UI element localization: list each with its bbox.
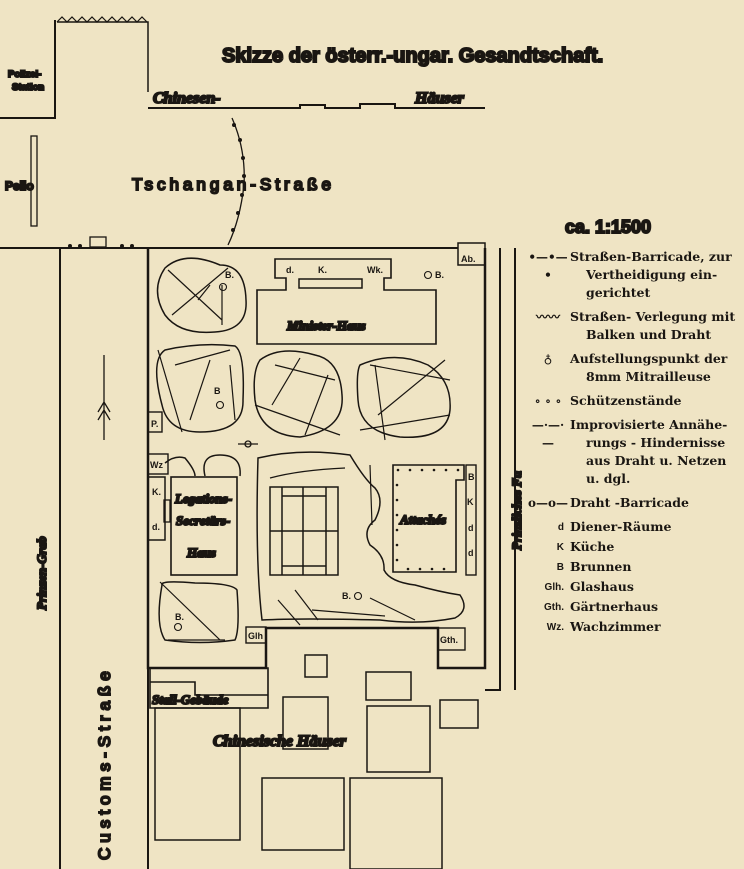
scale-label: ca. 1:1500 xyxy=(565,217,651,237)
prinzliches-label: Prinzliches Fu xyxy=(509,471,524,550)
svg-text:Wz: Wz xyxy=(150,460,163,470)
haeuser-label: Häuser xyxy=(414,90,465,107)
minister-haus-label: Minister-Haus xyxy=(286,318,366,333)
svg-text:B: B xyxy=(214,386,221,396)
map-legend: •—•—• Straßen-Barricade, zur Vertheidigu… xyxy=(506,248,742,638)
prinzen-grab-label: Prinzen-Grab xyxy=(34,536,49,610)
legend-item-street-blockade: 〰〰 Straßen- Verlegung mit Balken und Dra… xyxy=(506,308,742,344)
abbr-wz: Wz.Wachzimmer xyxy=(546,619,661,634)
svg-text:K: K xyxy=(467,497,474,507)
legend-item-street-barricade: •—•—• Straßen-Barricade, zur Vertheidigu… xyxy=(528,249,732,300)
barricade-dots xyxy=(68,123,246,248)
street-barricade-line xyxy=(227,117,245,246)
street-blockade-zigzag xyxy=(56,16,148,23)
peilo-label: Peilo xyxy=(5,179,34,193)
tennis-court xyxy=(269,486,339,576)
obstacle-icon: —·—·— xyxy=(531,418,565,450)
svg-text:d: d xyxy=(468,523,474,533)
police-label-2: Station xyxy=(12,82,44,93)
p-box xyxy=(147,411,163,433)
machine-gun-icon: ♁ xyxy=(543,352,553,366)
svg-text:d.: d. xyxy=(152,522,160,532)
gardens xyxy=(156,257,465,644)
svg-text:Gth.: Gth. xyxy=(440,635,458,645)
tschangan-street-label: Tschangan-Straße xyxy=(132,175,335,194)
street-barricade-icon: •—•—• xyxy=(528,250,568,282)
svg-text:B.: B. xyxy=(175,612,184,622)
glh-box xyxy=(245,626,267,644)
svg-text:d: d xyxy=(468,548,474,558)
legations-label-1: Legations- xyxy=(174,491,232,506)
chinesische-haeuser-label: Chinesische Häuser xyxy=(213,733,347,750)
prinzliches-boundary xyxy=(485,248,516,691)
svg-text:B.: B. xyxy=(225,270,234,280)
svg-text:Ab.: Ab. xyxy=(461,254,476,264)
wz-box xyxy=(147,453,169,475)
svg-text:K.: K. xyxy=(152,487,161,497)
svg-text:Wk.: Wk. xyxy=(367,265,383,275)
legations-haus xyxy=(170,476,238,576)
map-title: Skizze der österr.-ungar. Gesandtschaft. xyxy=(222,45,603,67)
attaches-house xyxy=(392,464,465,573)
customs-street-label: Customs-Straße xyxy=(95,666,114,860)
legend-item-wire-barricade: o—o— Draht -Barricade xyxy=(528,495,689,510)
rifle-pit-icon: ∘ ∘ ∘ xyxy=(534,394,562,408)
compound-wall xyxy=(146,248,487,670)
attaches-label: Attachés xyxy=(399,512,446,527)
chinese-houses-blocks xyxy=(154,654,479,869)
stall-gebaeude xyxy=(149,667,269,709)
well-icons xyxy=(173,270,433,632)
abbr-glh: Glh.Glashaus xyxy=(544,579,634,594)
police-station-outline xyxy=(0,20,56,119)
svg-text:B.: B. xyxy=(342,591,351,601)
peilo-marker xyxy=(30,135,38,227)
svg-text:K.: K. xyxy=(318,265,327,275)
chinese-houses-boundary xyxy=(148,103,485,109)
minister-haus xyxy=(256,258,437,345)
chinesen-label: Chinesen- xyxy=(153,90,221,107)
north-arrow-icon xyxy=(97,355,111,440)
svg-text:d.: d. xyxy=(286,265,294,275)
legend-item-obstacles: —·—·— Improvisierte Annähe- rungs - Hind… xyxy=(506,416,742,488)
svg-text:Glh: Glh xyxy=(248,631,263,641)
svg-text:P.: P. xyxy=(151,419,158,429)
street-blockade-icon: 〰〰 xyxy=(535,310,560,324)
gate-barricade xyxy=(89,236,107,248)
legations-label-2: Secretärs- xyxy=(176,513,230,528)
police-label-1: Polizei- xyxy=(8,69,41,80)
gth-box xyxy=(437,627,466,651)
ab-box xyxy=(457,242,486,266)
legend-item-machine-gun: ♁ Aufstellungspunkt der 8mm Mitrailleuse xyxy=(506,350,742,386)
svg-text:B: B xyxy=(468,472,475,482)
stall-label: Stall-Gebäude xyxy=(152,692,229,707)
abbr-gth: Gth.Gärtnerhaus xyxy=(544,599,659,614)
small-labels: d. K. Wk. B. B. Ab. P. Wz K. d. B B K d … xyxy=(150,254,476,645)
svg-text:B.: B. xyxy=(435,270,444,280)
legations-label-3: Haus xyxy=(186,545,216,560)
legend-item-rifle-pits: ∘ ∘ ∘ Schützenstände xyxy=(506,392,742,410)
wire-barricade-icon: o—o— xyxy=(528,496,569,510)
approach-obstacles xyxy=(157,267,451,641)
